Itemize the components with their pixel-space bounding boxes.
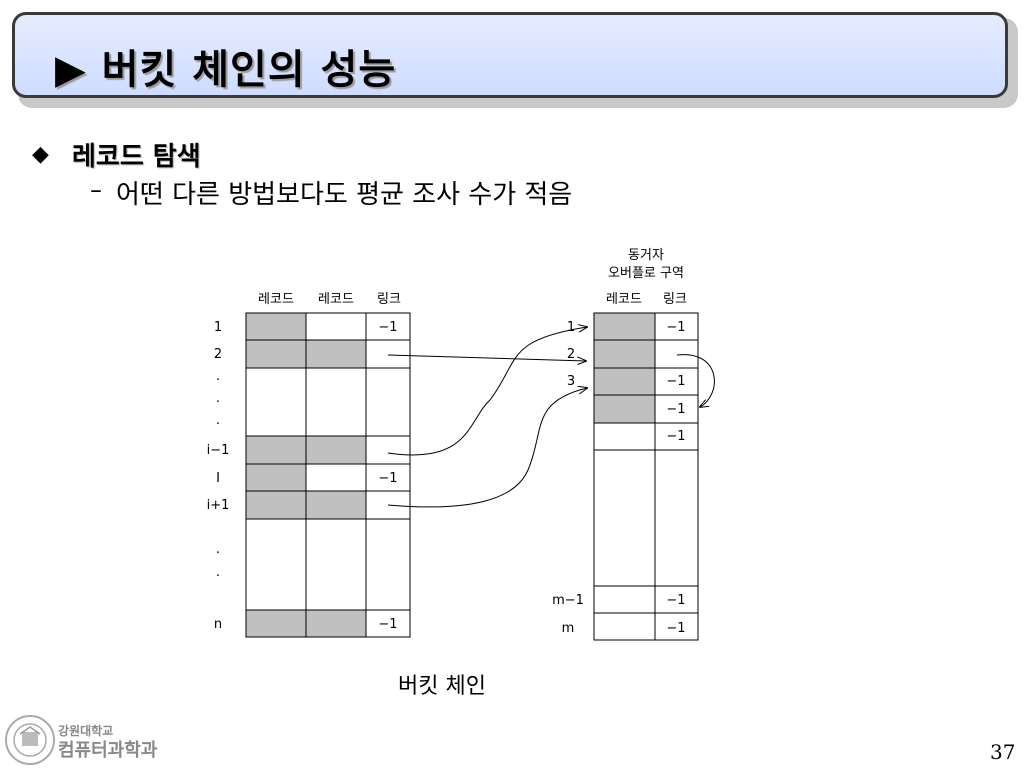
right-link-value: −1 (666, 402, 685, 417)
right-row-label-m-minus-1: m−1 (552, 593, 584, 608)
title-box: ▶ 버킷 체인의 성능 (12, 12, 1008, 98)
left-cell-filled (246, 464, 306, 491)
right-cell-filled (594, 340, 655, 368)
right-link-value: −1 (666, 374, 685, 389)
left-link-value: −1 (378, 320, 397, 335)
left-row-dot: · (216, 569, 220, 584)
link-arrow-row-i-minus-1-to-overflow1 (387, 327, 587, 456)
page-number: 37 (990, 740, 1016, 764)
left-row-dot: · (216, 395, 220, 410)
right-header-link: 링크 (663, 292, 687, 307)
right-row-label-1: 1 (567, 320, 575, 335)
right-cell-filled (594, 368, 655, 395)
right-link-value: −1 (666, 593, 685, 608)
university-seal-logo (5, 715, 55, 765)
left-row-dot: · (216, 546, 220, 561)
diagram-caption: 버킷 체인 (398, 674, 486, 699)
right-link-value: −1 (666, 320, 685, 335)
right-link-value: −1 (666, 429, 685, 444)
logo-university-name: 강원대학교 (58, 724, 114, 738)
bullet-text: 레코드 탐색 (72, 142, 201, 172)
sub-bullet-dash: – (90, 176, 102, 204)
right-link-value: −1 (666, 621, 685, 636)
link-arrow-row2-to-overflow2 (387, 354, 586, 361)
right-row-label-3: 3 (567, 374, 575, 389)
left-row-label-i-minus-1: i−1 (207, 443, 230, 458)
slide-title: ▶ 버킷 체인의 성능 (55, 47, 397, 93)
left-header-record-1: 레코드 (258, 292, 294, 307)
right-table-grid (593, 312, 699, 641)
left-row-label-2: 2 (214, 347, 222, 362)
left-link-value: −1 (378, 617, 397, 632)
right-header-overflow-area: 오버플로 구역 (608, 266, 684, 281)
right-header-cohabitant: 동거자 (628, 248, 664, 263)
left-row-label-i: I (216, 471, 220, 486)
right-row-label-2: 2 (567, 347, 575, 362)
sub-bullet-text: 어떤 다른 방법보다도 평균 조사 수가 적음 (116, 180, 573, 210)
right-cell-filled (594, 313, 655, 340)
left-link-value: −1 (378, 471, 397, 486)
right-row-label-m: m (562, 621, 575, 636)
link-arrow-row-i-plus-1-to-overflow3 (387, 388, 587, 508)
left-table-grid (245, 312, 411, 638)
right-header-record: 레코드 (606, 292, 642, 307)
left-row-label-1: 1 (214, 320, 222, 335)
left-row-label-n: n (214, 617, 222, 632)
left-cell-filled (246, 313, 306, 340)
left-row-dot: · (216, 373, 220, 388)
left-header-record-2: 레코드 (318, 292, 354, 307)
right-cell-filled (594, 395, 655, 423)
left-row-label-i-plus-1: i+1 (207, 498, 230, 513)
left-row-dot: · (216, 417, 220, 432)
left-header-link: 링크 (377, 292, 401, 307)
link-arrow-overflow2-to-overflow4 (676, 354, 715, 407)
diamond-bullet-icon: ◆ (32, 142, 49, 167)
logo-department-name: 컴퓨터과학과 (58, 740, 158, 761)
